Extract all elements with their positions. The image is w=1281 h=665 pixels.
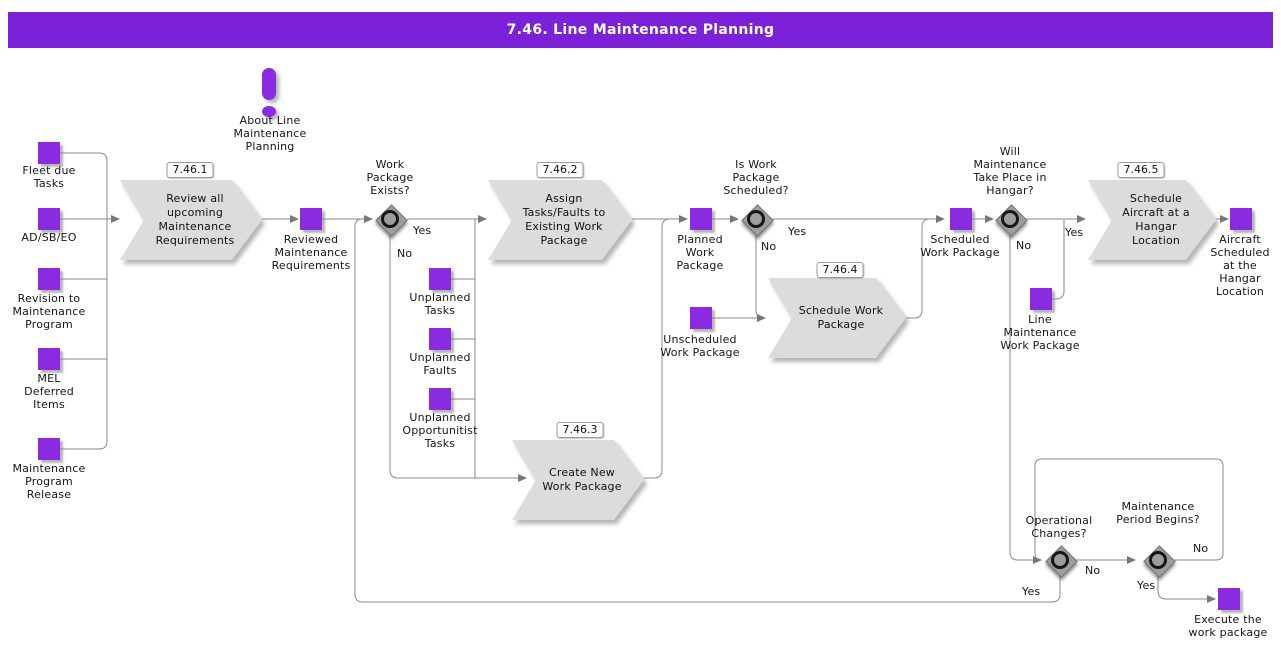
process-1-label: Review all upcoming Maintenance Requirem… <box>120 180 262 260</box>
process-assign-tasks-faults[interactable]: Assign Tasks/Faults to Existing Work Pac… <box>488 180 632 260</box>
artifact-planned-work-package-label: Planned Work Package <box>676 233 724 272</box>
artifact-unplanned-faults[interactable] <box>429 328 451 350</box>
process-2-badge[interactable]: 7.46.2 <box>536 162 584 178</box>
process-3-badge[interactable]: 7.46.3 <box>556 422 604 438</box>
decision-will-maintenance-take-place-in-hangar-label: Will Maintenance Take Place in Hangar? <box>973 145 1047 197</box>
decision-is-work-package-scheduled <box>738 201 774 237</box>
artifact-unplanned-tasks[interactable] <box>429 268 451 290</box>
decision-work-package-exists-label: Work Package Exists? <box>366 158 414 197</box>
gateway-circle-icon <box>1149 551 1167 569</box>
artifact-execute-work-package-label: Execute the work package <box>1188 613 1268 639</box>
decision-operational-changes <box>1042 542 1078 578</box>
artifact-maintenance-program-release[interactable] <box>38 438 60 460</box>
decision-maintenance-period-begins-label: Maintenance Period Begins? <box>1116 500 1200 526</box>
process-2-label: Assign Tasks/Faults to Existing Work Pac… <box>488 180 632 260</box>
artifact-line-maintenance-work-package[interactable] <box>1030 288 1052 310</box>
about-note-icon[interactable] <box>258 68 282 118</box>
diagram-title: 7.46. Line Maintenance Planning <box>506 22 775 38</box>
artifact-unplanned-tasks-label: Unplanned Tasks <box>409 291 471 317</box>
process-schedule-work-package[interactable]: Schedule Work Package <box>768 278 906 358</box>
artifact-execute-work-package[interactable] <box>1218 588 1240 610</box>
process-4-label: Schedule Work Package <box>768 278 906 358</box>
artifact-mel-deferred-items-label: MEL Deferred Items <box>24 372 74 411</box>
artifact-unplanned-opportunitist-tasks[interactable] <box>429 388 451 410</box>
artifact-unplanned-faults-label: Unplanned Faults <box>409 351 471 377</box>
decision-1-no-label: No <box>397 247 413 260</box>
decision-3-yes-label: Yes <box>1065 226 1084 239</box>
decision-operational-changes-label: Operational Changes? <box>1025 514 1093 540</box>
process-schedule-aircraft-hangar[interactable]: Schedule Aircraft at a Hangar Location <box>1088 180 1216 260</box>
decision-5-no-label: No <box>1193 542 1209 555</box>
artifact-unscheduled-work-package-label: Unscheduled Work Package <box>660 333 740 359</box>
artifact-revision-maintenance-program-label: Revision to Maintenance Program <box>12 292 86 331</box>
gateway-circle-icon <box>747 210 765 228</box>
artifact-ad-sb-eo[interactable] <box>38 208 60 230</box>
decision-1-yes-label: Yes <box>413 224 432 237</box>
artifact-planned-work-package[interactable] <box>690 208 712 230</box>
artifact-aircraft-scheduled-hangar-location[interactable] <box>1230 208 1252 230</box>
process-5-badge[interactable]: 7.46.5 <box>1117 162 1165 178</box>
artifact-revision-maintenance-program[interactable] <box>38 268 60 290</box>
gateway-circle-icon <box>381 210 399 228</box>
diagram-title-banner: 7.46. Line Maintenance Planning <box>8 12 1273 48</box>
artifact-maintenance-program-release-label: Maintenance Program Release <box>12 462 86 501</box>
artifact-unplanned-opportunitist-tasks-label: Unplanned Opportunitist Tasks <box>402 411 478 450</box>
artifact-reviewed-maintenance-requirements[interactable] <box>300 208 322 230</box>
artifact-reviewed-maintenance-requirements-label: Reviewed Maintenance Requirements <box>271 233 351 272</box>
decision-4-no-label: No <box>1085 564 1101 577</box>
decision-work-package-exists <box>372 201 408 237</box>
decision-4-yes-label: Yes <box>1022 585 1041 598</box>
decision-3-no-label: No <box>1016 239 1032 252</box>
exclamation-dot-icon <box>262 106 276 117</box>
artifact-aircraft-scheduled-hangar-location-label: Aircraft Scheduled at the Hangar Locatio… <box>1210 233 1270 298</box>
gateway-circle-icon <box>1001 210 1019 228</box>
process-4-badge[interactable]: 7.46.4 <box>816 262 864 278</box>
exclamation-bar-icon <box>262 68 276 100</box>
gateway-circle-icon <box>1051 551 1069 569</box>
about-note-label: About Line Maintenance Planning <box>233 114 307 153</box>
process-3-label: Create New Work Package <box>512 440 644 520</box>
process-review-upcoming-maintenance-requirements[interactable]: Review all upcoming Maintenance Requirem… <box>120 180 262 260</box>
decision-is-work-package-scheduled-label: Is Work Package Scheduled? <box>723 158 789 197</box>
decision-will-maintenance-take-place-in-hangar <box>992 201 1028 237</box>
artifact-fleet-due-tasks[interactable] <box>38 142 60 164</box>
artifact-line-maintenance-work-package-label: Line Maintenance Work Package <box>1000 313 1080 352</box>
process-1-badge[interactable]: 7.46.1 <box>166 162 214 178</box>
artifact-fleet-due-tasks-label: Fleet due Tasks <box>22 164 76 190</box>
decision-2-yes-label: Yes <box>788 225 807 238</box>
decision-maintenance-period-begins <box>1140 542 1176 578</box>
artifact-scheduled-work-package-label: Scheduled Work Package <box>920 233 1000 259</box>
artifact-unscheduled-work-package[interactable] <box>690 307 712 329</box>
decision-2-no-label: No <box>761 240 777 253</box>
artifact-mel-deferred-items[interactable] <box>38 348 60 370</box>
process-create-new-work-package[interactable]: Create New Work Package <box>512 440 644 520</box>
artifact-ad-sb-eo-label: AD/SB/EO <box>21 231 77 244</box>
decision-5-yes-label: Yes <box>1137 579 1156 592</box>
artifact-scheduled-work-package[interactable] <box>950 208 972 230</box>
process-5-label: Schedule Aircraft at a Hangar Location <box>1088 180 1216 260</box>
